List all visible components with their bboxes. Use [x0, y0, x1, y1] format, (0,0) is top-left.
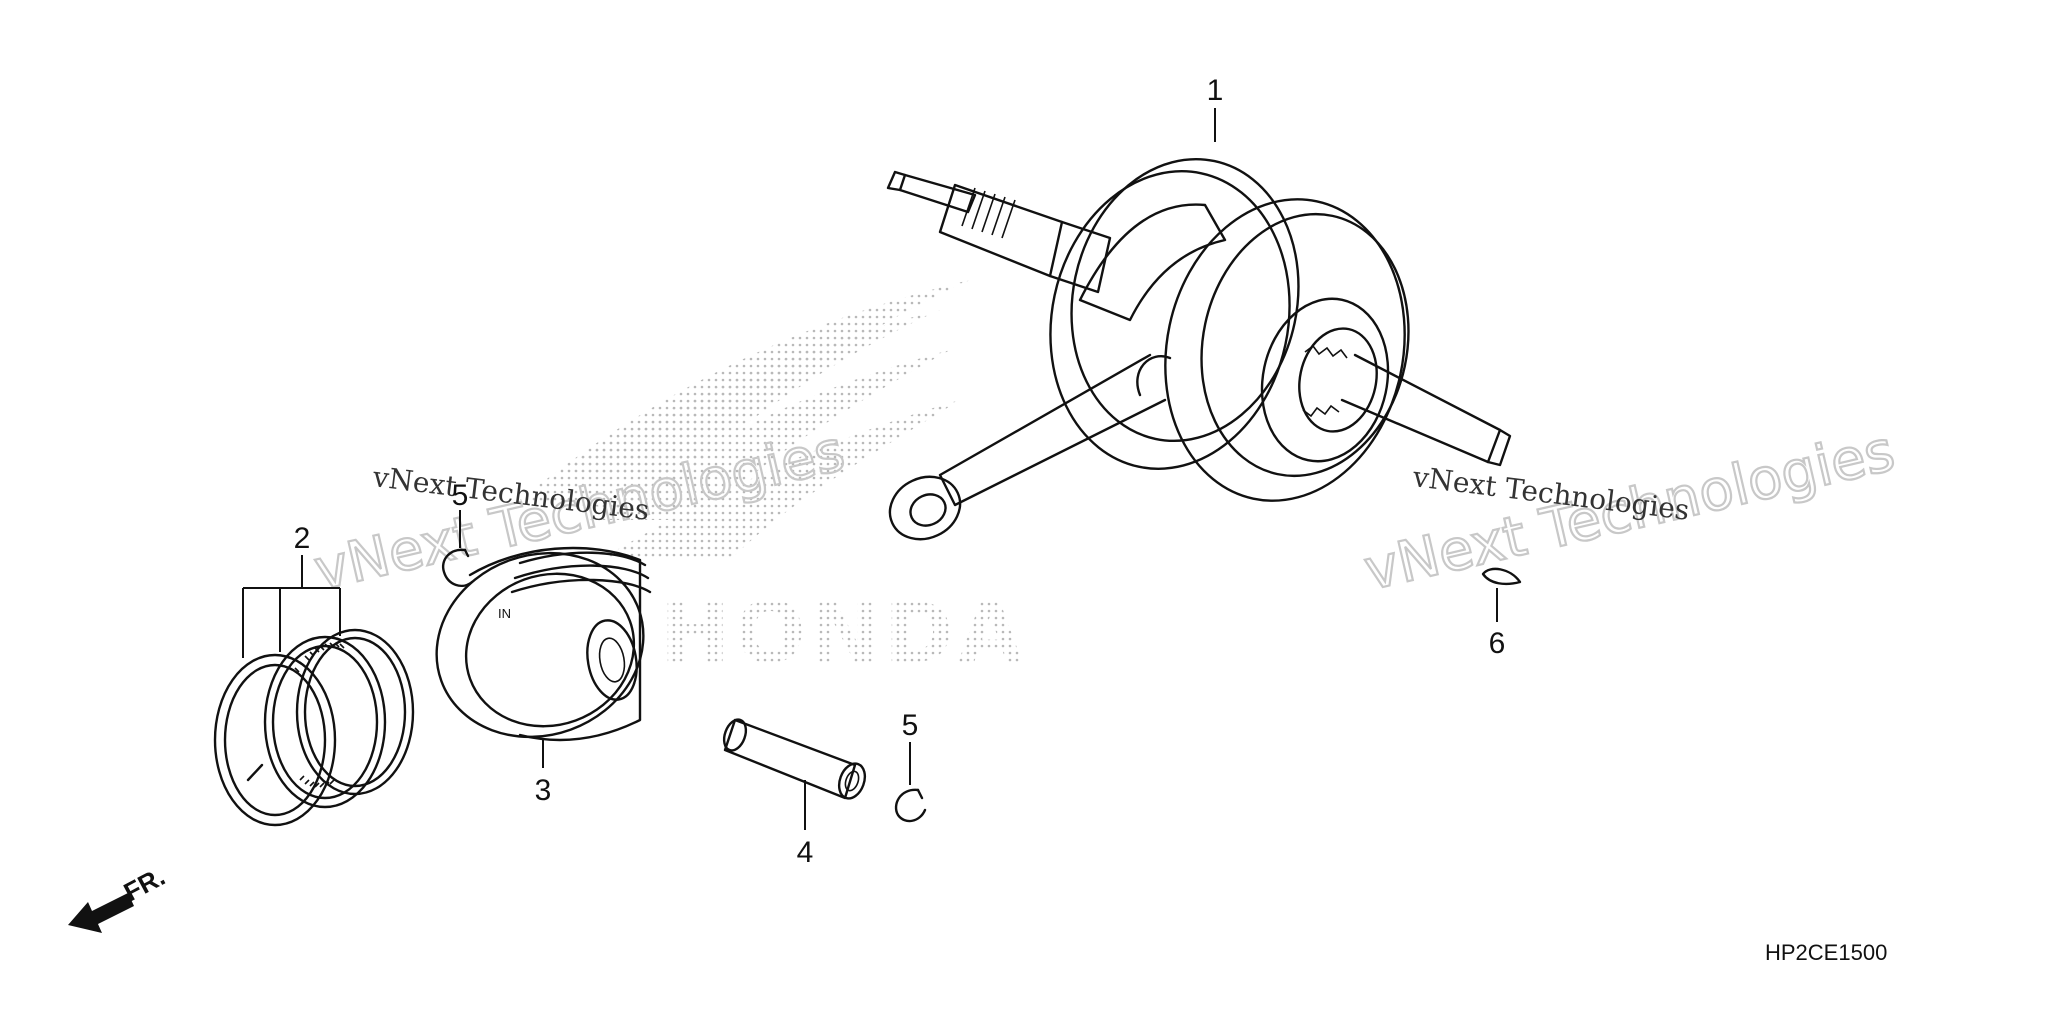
callout-crankshaft: 1 [1207, 74, 1224, 107]
callout-piston-pin: 4 [797, 836, 814, 869]
svg-text:IN: IN [498, 606, 511, 621]
pin-clip-right-drawing [894, 788, 927, 823]
honda-logo-text: HONDA [660, 584, 1027, 682]
callout-piston: 3 [535, 774, 552, 807]
front-direction-arrow-icon: FR. [68, 861, 170, 933]
callout-pin-clip-right: 5 [902, 709, 919, 742]
callout-woodruff-key: 6 [1489, 627, 1506, 660]
piston-ring-set-drawing [213, 628, 415, 827]
callout-pin-clip-left: 5 [452, 479, 469, 512]
piston-drawing: IN [435, 546, 652, 742]
crankshaft-drawing [886, 157, 1512, 541]
diagram-code: HP2CE1500 [1765, 940, 1887, 965]
piston-pin-drawing [722, 718, 867, 800]
honda-wing-logo: HONDA [520, 280, 1027, 682]
pin-clip-left-drawing [441, 548, 474, 587]
woodruff-key-drawing [1481, 567, 1522, 586]
callout-piston-ring-set: 2 [294, 522, 311, 555]
